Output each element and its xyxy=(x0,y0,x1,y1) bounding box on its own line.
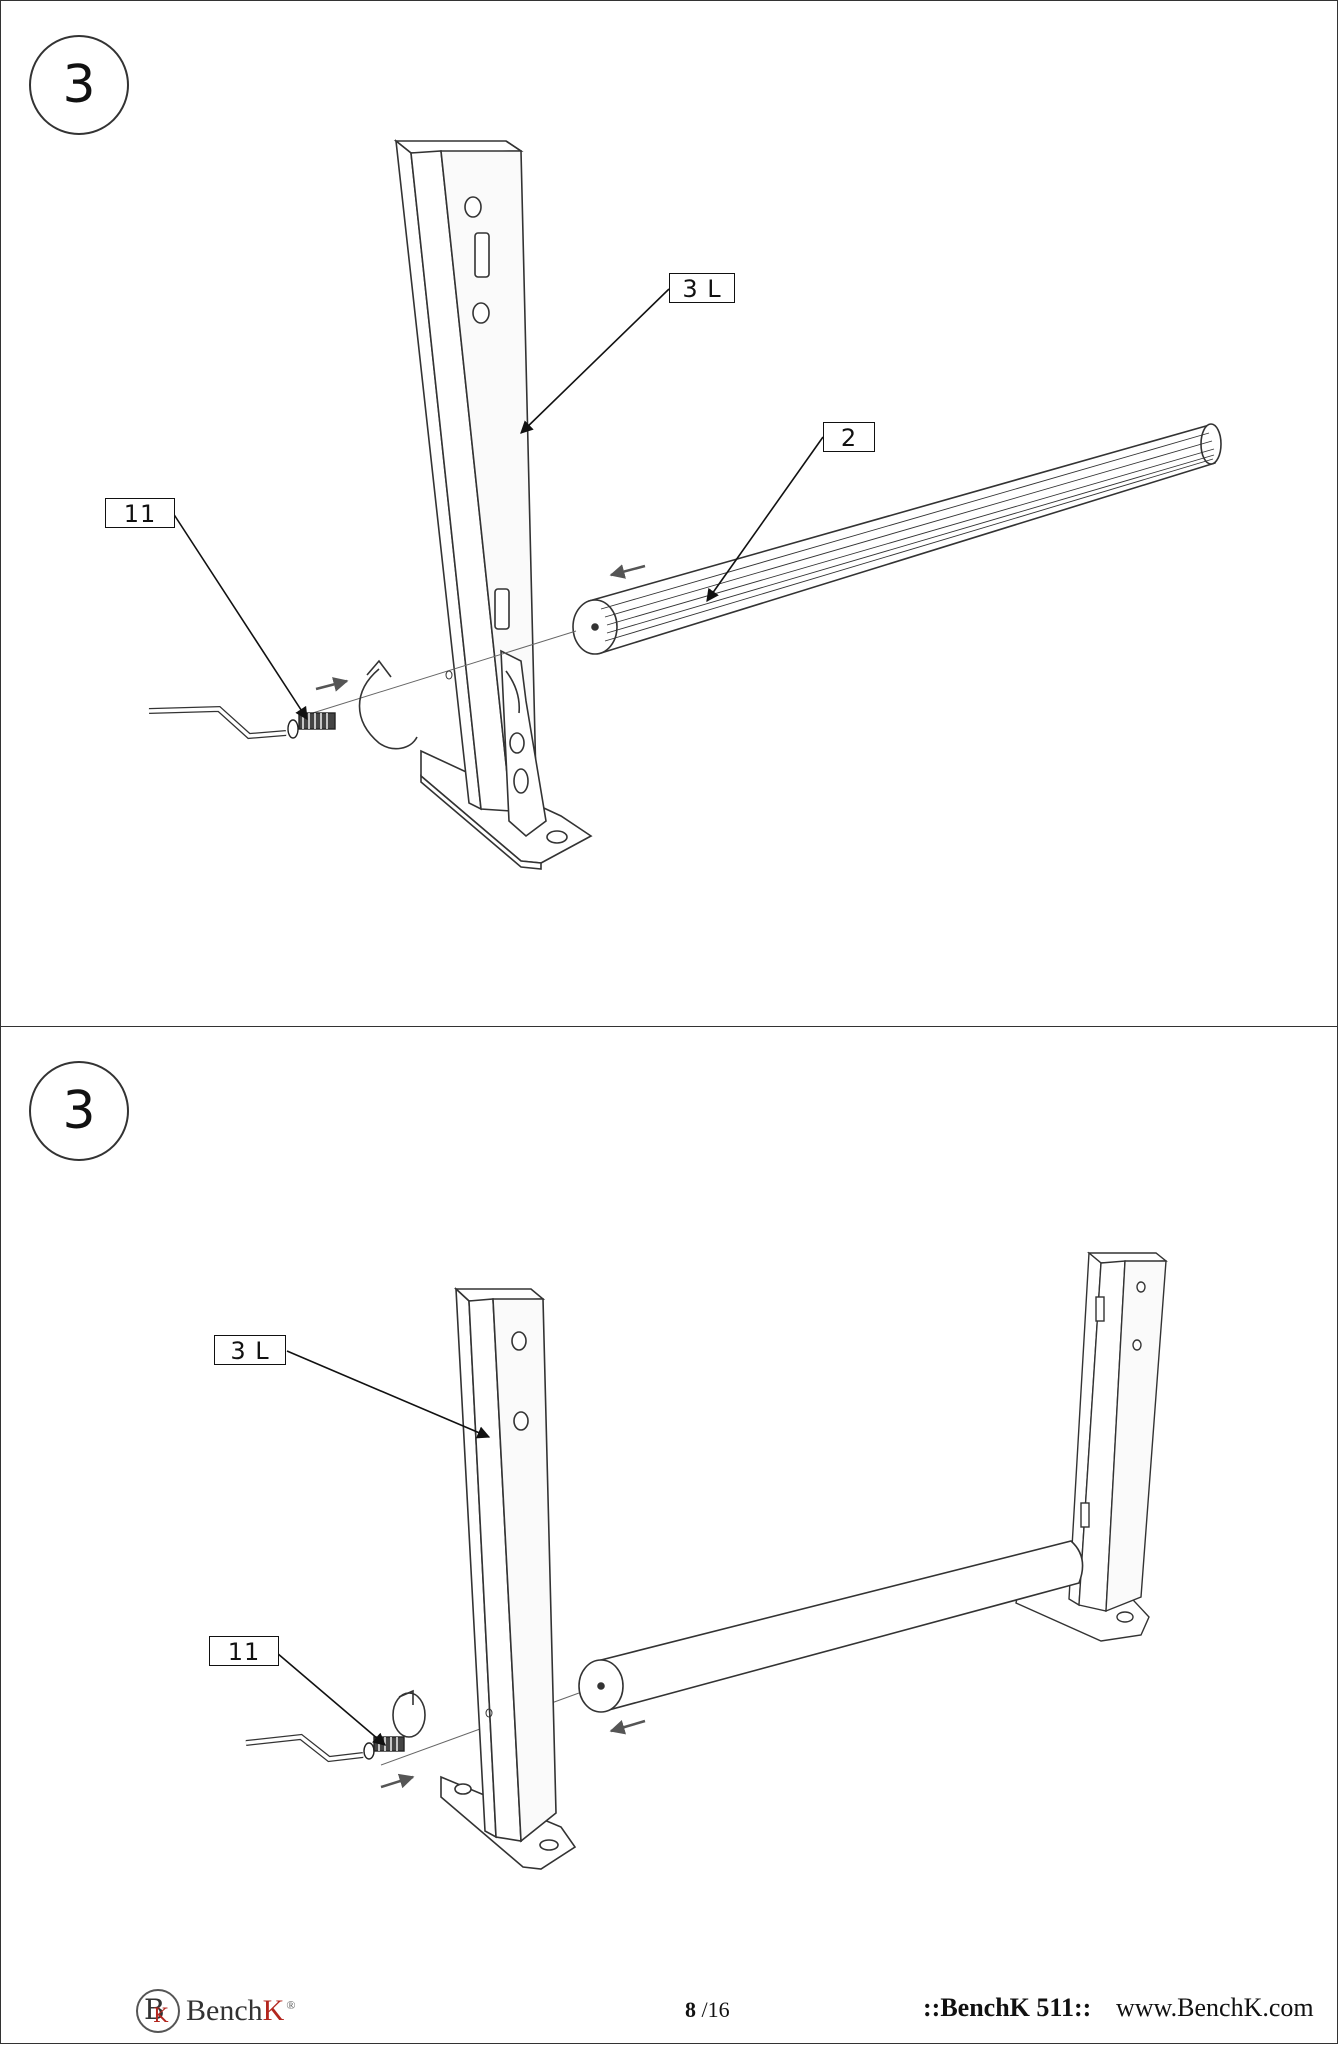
leader-11 xyxy=(276,1652,386,1746)
post-right xyxy=(1015,1251,1168,1642)
callout-screw-11: 11 xyxy=(209,1636,279,1666)
insert-arrow-bar xyxy=(609,1719,646,1735)
brand-mark-b: B xyxy=(144,1993,165,2026)
step-panel-top: 3 3 L 2 11 xyxy=(0,0,1338,1027)
rotate-arrow-icon xyxy=(392,1689,426,1738)
brand-mark-k: K xyxy=(153,2003,168,2027)
callout-bar-2: 2 xyxy=(823,422,875,452)
rotate-arrow-icon xyxy=(358,659,418,750)
brand-name: BenchK® xyxy=(186,1994,296,2027)
leader-11 xyxy=(172,512,308,721)
assembly-illustration-bottom xyxy=(245,1251,1168,1870)
callout-screw-11: 11 xyxy=(105,498,175,528)
insert-arrow-screw xyxy=(380,1773,415,1789)
screw-11 xyxy=(148,705,336,740)
page-footer: B K BenchK® 8 /16 ::BenchK 511:: www.Ben… xyxy=(0,1973,1338,2044)
registered-mark: ® xyxy=(286,1998,296,2012)
alignment-line xyxy=(302,630,577,717)
step-number: 3 xyxy=(29,35,129,135)
model-name: ::BenchK 511:: xyxy=(923,1993,1092,2022)
crossbar-2 xyxy=(578,1540,1084,1713)
callout-post-3l: 3 L xyxy=(214,1335,286,1365)
step-number: 3 xyxy=(29,1061,129,1161)
callout-post-3l: 3 L xyxy=(669,273,735,303)
leader-2 xyxy=(706,436,824,603)
post-3l xyxy=(453,1287,557,1843)
page-number: 8 /16 xyxy=(685,1997,730,2022)
screw-11 xyxy=(245,1733,405,1763)
assembly-illustration-top xyxy=(148,139,1222,870)
brand-mark-icon: B K xyxy=(136,1989,180,2033)
leader-3l xyxy=(520,288,670,434)
step-panel-bottom: 3 3 L 11 xyxy=(0,1026,1338,1974)
crossbar-2 xyxy=(572,423,1222,655)
insert-arrow-bar xyxy=(609,564,646,579)
website-link[interactable]: www.BenchK.com xyxy=(1116,1993,1314,2022)
post-3l xyxy=(393,139,547,838)
leader-3l xyxy=(286,1350,491,1439)
insert-arrow-screw xyxy=(315,677,349,692)
brand-logo: B K BenchK® xyxy=(136,1989,295,2033)
